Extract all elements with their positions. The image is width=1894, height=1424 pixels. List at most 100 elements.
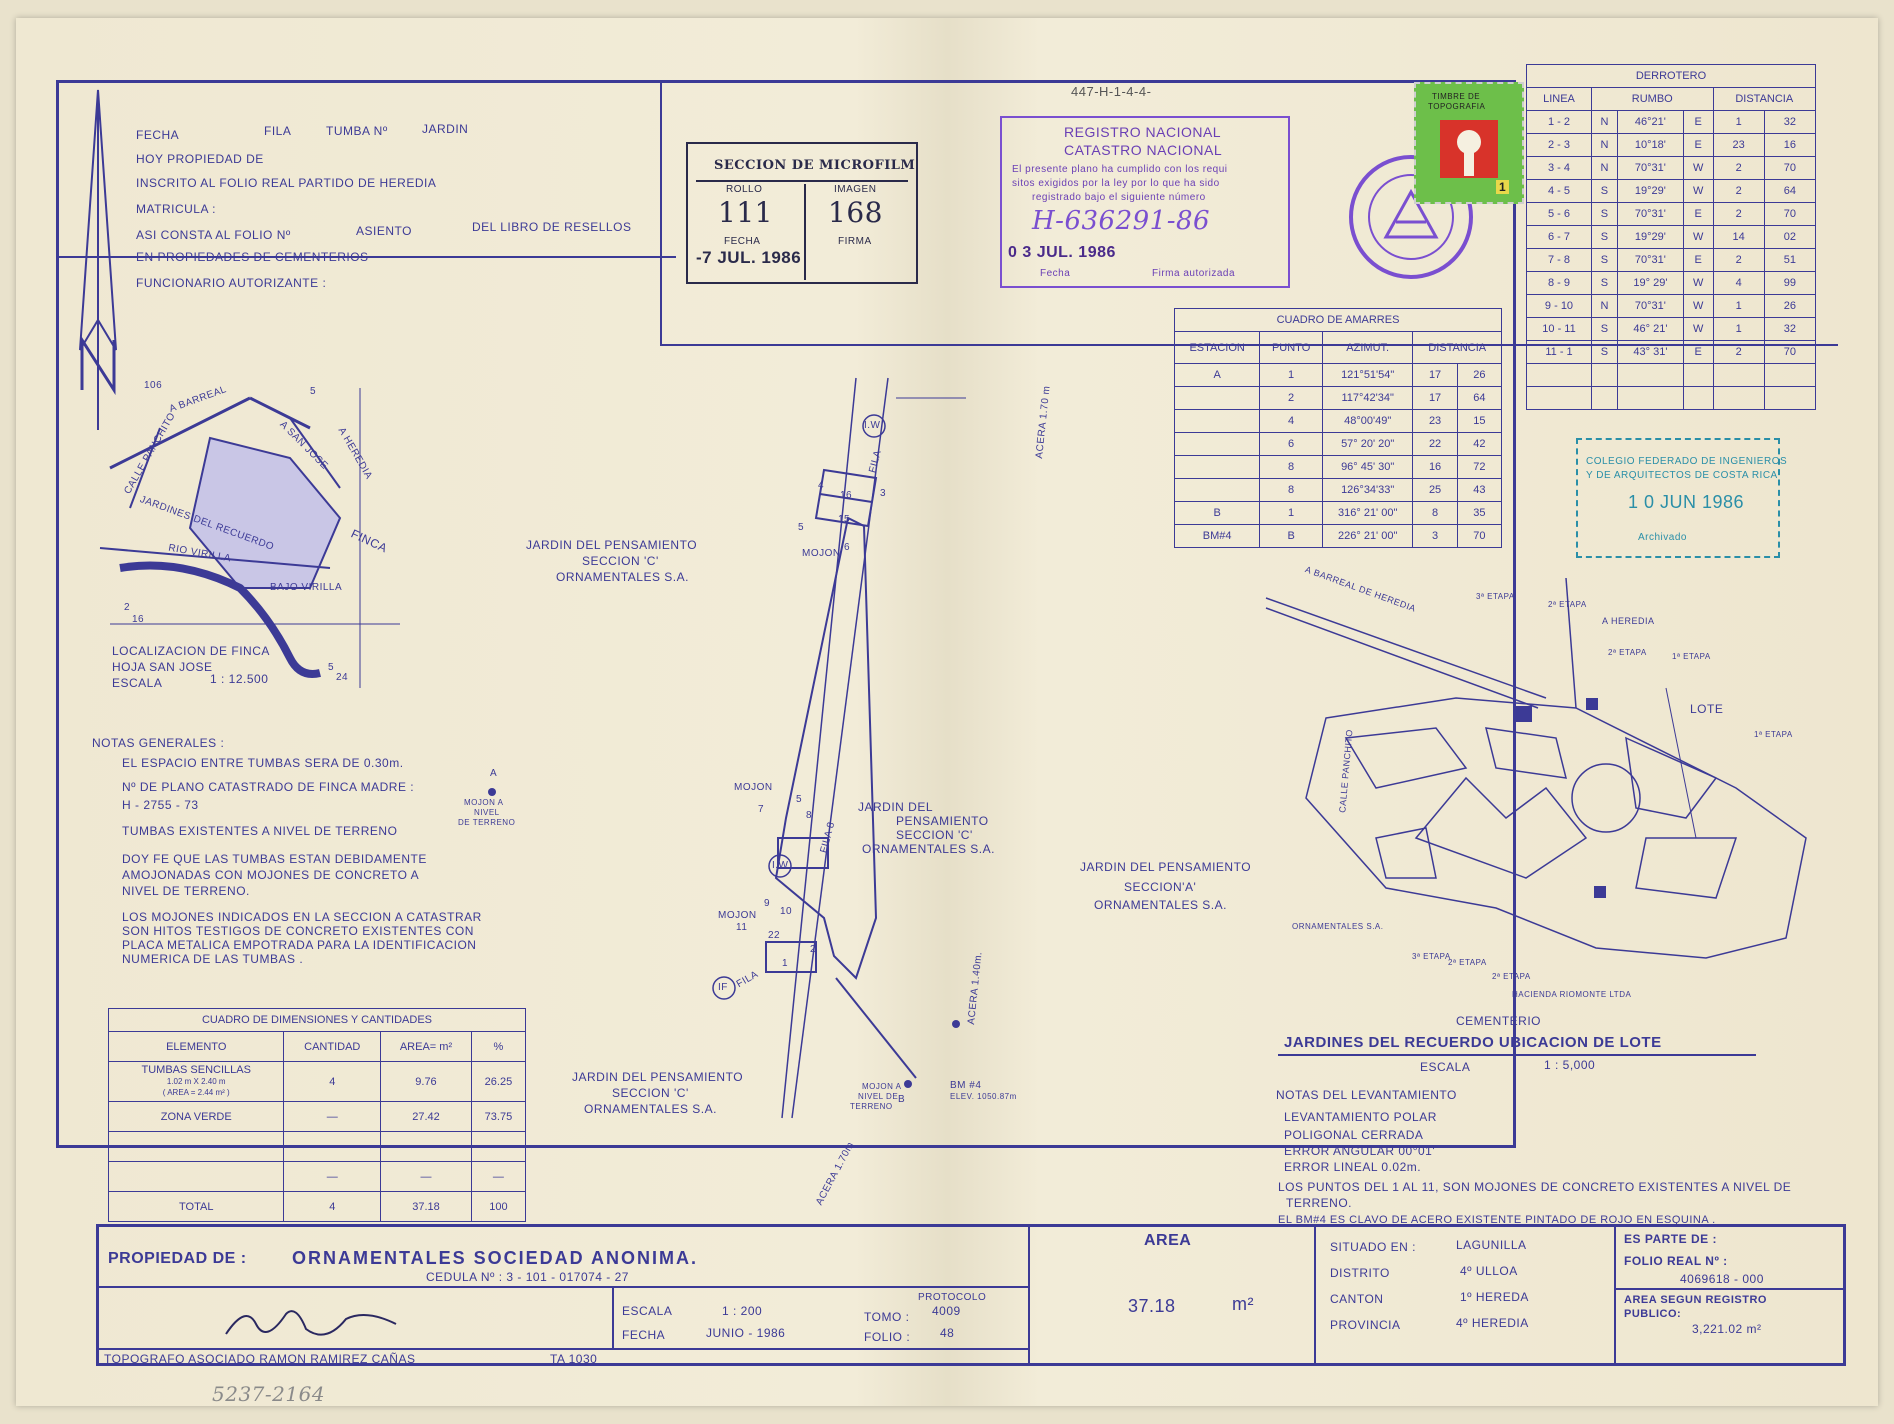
escala-value: 1 : 5,000: [1544, 1058, 1596, 1072]
levantamiento-line: LEVANTAMIENTO POLAR: [1284, 1110, 1437, 1124]
location-caption: ESCALA: [112, 676, 163, 690]
table-cell: 70: [1456, 524, 1503, 548]
nota: NIVEL DE TERRENO.: [122, 884, 250, 898]
etapa-label: 2ª ETAPA: [1492, 972, 1531, 981]
bm-elevation: ELEV. 1050.87m: [950, 1092, 1017, 1101]
table-cell: [107, 1131, 285, 1162]
table-cell: 43° 31': [1616, 340, 1684, 364]
mojon-b-label: MOJON A: [862, 1082, 902, 1091]
grid-label: 2: [124, 602, 131, 613]
table-cell: 6 - 7: [1526, 225, 1592, 249]
libro-label: DEL LIBRO DE RESELLOS: [472, 220, 632, 234]
table-cell: E: [1682, 248, 1714, 272]
plan-label: ORNAMENTALES S.A.: [556, 570, 689, 584]
nota: AMOJONADAS CON MOJONES DE CONCRETO A: [122, 868, 420, 882]
divider: [804, 184, 806, 280]
plan-label: ORNAMENTALES S.A.: [584, 1102, 717, 1116]
table-cell: TUMBAS SENCILLAS 1.02 m X 2.40 m ( AREA …: [107, 1061, 285, 1102]
levantamiento-line: POLIGONAL CERRADA: [1284, 1128, 1424, 1142]
table-cell: E: [1682, 110, 1714, 134]
table-cell: —: [470, 1161, 527, 1192]
folio-real-value: 4069618 - 000: [1680, 1272, 1764, 1286]
tomo-value: 4009: [932, 1304, 961, 1318]
table-cell: 3: [1412, 524, 1458, 548]
table-cell: S: [1591, 340, 1618, 364]
location-caption: HOJA SAN JOSE: [112, 660, 213, 674]
area-registro-value: 3,221.02 m²: [1692, 1322, 1762, 1336]
table-cell: S: [1591, 225, 1618, 249]
column-header: RUMBO: [1591, 87, 1714, 111]
table-cell: E: [1682, 202, 1714, 226]
registro-text3: registrado bajo el siguiente número: [1032, 192, 1206, 203]
grid-label: 24: [336, 672, 349, 683]
divider: [96, 1348, 1028, 1350]
location-scale: 1 : 12.500: [210, 672, 269, 686]
nota: PLACA METALICA EMPOTRADA PARA LA IDENTIF…: [122, 938, 477, 952]
table-cell: 8: [1259, 455, 1323, 479]
registro-number: H-636291-86: [1032, 206, 1211, 236]
plan-label: ORNAMENTALES S.A.: [862, 842, 995, 856]
point-number: 5: [798, 522, 805, 533]
table-cell: 17: [1412, 386, 1458, 410]
table-cell: A: [1173, 363, 1261, 387]
table-cell: 02: [1763, 225, 1817, 249]
cem-label: ORNAMENTALES S.A.: [1292, 922, 1384, 931]
point-number: 4: [818, 480, 825, 491]
round-seal-icon: [1349, 155, 1473, 279]
area-unit: m²: [1232, 1294, 1254, 1314]
mojon-b-label: NIVEL DE: [858, 1092, 899, 1101]
table-cell: 19°29': [1616, 179, 1684, 203]
plan-label: SECCION'A': [1124, 880, 1197, 894]
column-header: DISTANCIA: [1412, 331, 1502, 364]
table-cell: —: [283, 1131, 382, 1162]
fecha-label: FECHA: [136, 128, 180, 142]
distrito-label: DISTRITO: [1330, 1266, 1390, 1280]
column-header: ELEMENTO: [107, 1031, 285, 1062]
firma-label: FIRMA: [838, 236, 872, 247]
table-row: TOTAL 4 37.18 100: [107, 1191, 527, 1222]
table-cell: N: [1591, 156, 1618, 180]
table-cell: 99: [1763, 271, 1817, 295]
plan-label: SECCION 'C': [612, 1086, 689, 1100]
amarres-title: CUADRO DE AMARRES: [1174, 308, 1502, 332]
table-cell: 126°34'33": [1321, 478, 1414, 502]
point-number: 11: [736, 922, 748, 933]
table-cell: 23: [1712, 133, 1765, 157]
element-area: ( AREA = 2.44 m² ): [162, 1088, 230, 1097]
table-cell: 2: [1712, 179, 1765, 203]
folio-label: ASI CONSTA AL FOLIO Nº: [136, 228, 291, 242]
table-cell: 226° 21' 00": [1321, 524, 1414, 548]
colegio-sub: Archivado: [1638, 532, 1687, 543]
point-number: 8: [806, 810, 813, 821]
etapa-label: 3ª ETAPA: [1412, 952, 1451, 961]
divider: [696, 180, 908, 182]
colegio-stamp: COLEGIO FEDERADO DE INGENIEROS Y DE ARQU…: [1576, 438, 1787, 558]
point-number: 1: [782, 958, 789, 969]
point-label: I.W: [772, 860, 789, 871]
mojon-legend-letter: A: [490, 768, 498, 779]
table-row: TUMBAS SENCILLAS 1.02 m X 2.40 m ( AREA …: [107, 1061, 527, 1102]
timbre-line1: TIMBRE DE: [1432, 92, 1481, 101]
table-cell: 9 - 10: [1526, 294, 1592, 318]
table-cell: 17: [1412, 363, 1458, 387]
nota: EL ESPACIO ENTRE TUMBAS SERA DE 0.30m.: [122, 756, 404, 770]
table-cell: 19°29': [1616, 225, 1684, 249]
plan-label: SECCION 'C': [896, 828, 973, 842]
registro-line2: CATASTRO NACIONAL: [1064, 142, 1223, 158]
element-dims: 1.02 m X 2.40 m: [166, 1077, 226, 1086]
registro-stamp: REGISTRO NACIONAL CATASTRO NACIONAL El p…: [1000, 116, 1290, 288]
table-cell: 100: [470, 1191, 527, 1222]
folio-real-label: FOLIO REAL Nº :: [1624, 1254, 1728, 1268]
point-number: 2: [810, 944, 817, 955]
registro-text2: sitos exigidos por la ley por lo que ha …: [1012, 178, 1220, 189]
table-cell: S: [1591, 248, 1618, 272]
situado-label: SITUADO EN :: [1330, 1240, 1417, 1254]
